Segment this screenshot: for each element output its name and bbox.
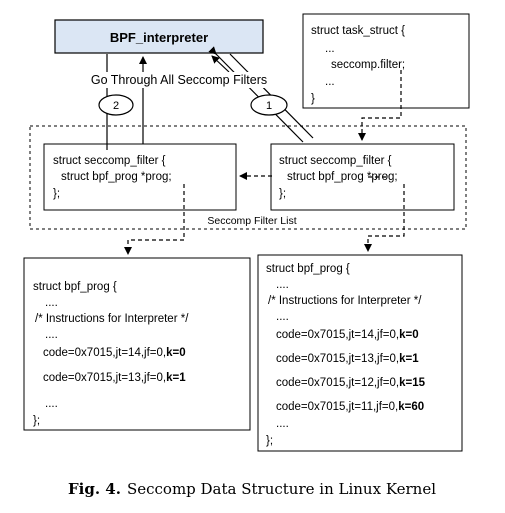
go-through-label: Go Through All Seccomp Filters bbox=[91, 73, 267, 87]
bpf-prog-right-line-2: .... bbox=[276, 279, 289, 291]
bpf-prog-right-instruction-3-k: k=15 bbox=[399, 377, 426, 389]
go-through-label-bg bbox=[72, 72, 286, 88]
task-struct-line-5: } bbox=[311, 93, 315, 105]
bpf-prog-right-instruction-4-code: code=0x7015,jt=11,jf=0, bbox=[276, 401, 398, 413]
figure-caption: Fig. 4. Seccomp Data Structure in Linux K… bbox=[68, 480, 436, 498]
bpf-prog-left-line-7: .... bbox=[45, 398, 58, 410]
bpf-interpreter-box bbox=[54, 19, 264, 54]
bpf-prog-left-line-8: }; bbox=[33, 415, 40, 427]
bpf-prog-right-box bbox=[257, 254, 463, 452]
bpf-prog-left-instruction-2: code=0x7015,jt=13,jf=0,k=1 bbox=[43, 372, 186, 384]
bpf-prog-right-instruction-1: code=0x7015,jt=14,jf=0,k=0 bbox=[276, 329, 419, 341]
seccomp-filter-right-box bbox=[270, 143, 455, 211]
bpf-prog-left-instruction-1-k: k=0 bbox=[166, 347, 186, 359]
seccomp-filter-right-line-1: struct seccomp_filter { bbox=[279, 155, 392, 167]
task-struct-line-1: struct task_struct { bbox=[311, 25, 405, 37]
bpf-prog-right-line-4: .... bbox=[276, 311, 289, 323]
bpf-prog-left-comment: /* Instructions for Interpreter */ bbox=[35, 313, 189, 325]
bpf-prog-left-box bbox=[23, 257, 251, 431]
task-struct-line-4: ... bbox=[325, 76, 335, 88]
step-1-label: 1 bbox=[266, 100, 272, 112]
step-2-badge bbox=[98, 94, 134, 116]
seccomp-filter-left-line-1: struct seccomp_filter { bbox=[53, 155, 166, 167]
bpf-prog-right-instruction-1-code: code=0x7015,jt=14,jf=0, bbox=[276, 329, 399, 341]
task-struct-box bbox=[302, 13, 470, 109]
figure-caption-label: Fig. 4. bbox=[68, 480, 121, 498]
bpf-prog-right-instruction-4-k: k=60 bbox=[398, 401, 424, 413]
bpf-prog-left-line-1: struct bpf_prog { bbox=[33, 281, 117, 293]
bpf-prog-right-instruction-3: code=0x7015,jt=12,jf=0,k=15 bbox=[276, 377, 426, 389]
seccomp-filter-left-line-2: struct bpf_prog *prog; bbox=[61, 171, 172, 183]
bpf-prog-right-instruction-2-k: k=1 bbox=[399, 353, 419, 365]
bpf-prog-right-instruction-1-k: k=0 bbox=[399, 329, 419, 341]
seccomp-filter-list-label: Seccomp Filter List bbox=[207, 215, 296, 227]
bpf-prog-right-line-10: }; bbox=[266, 435, 273, 447]
figure-caption-text: Seccomp Data Structure in Linux Kernel bbox=[127, 480, 436, 498]
bpf-interpreter-label: BPF_interpreter bbox=[110, 30, 208, 45]
bpf-prog-left-line-4: .... bbox=[45, 329, 58, 341]
seccomp-filter-right-line-3: }; bbox=[279, 188, 286, 200]
bpf-prog-right-instruction-2: code=0x7015,jt=13,jf=0,k=1 bbox=[276, 353, 419, 365]
bpf-prog-right-line-9: .... bbox=[276, 418, 289, 430]
bpf-prog-left-instruction-1-code: code=0x7015,jt=14,jf=0, bbox=[43, 347, 166, 359]
seccomp-filter-list-container bbox=[29, 125, 467, 230]
seccomp-filter-right-line-2: struct bpf_prog *prog; bbox=[287, 171, 398, 183]
right-prog-pointer-dashed-arrow bbox=[364, 184, 405, 252]
filter-right-to-left-dashed-arrow bbox=[242, 175, 386, 178]
bpf-prog-right-comment: /* Instructions for Interpreter */ bbox=[268, 295, 422, 307]
task-struct-line-2: ... bbox=[325, 43, 335, 55]
step-1-badge bbox=[250, 94, 288, 116]
bpf-prog-left-instruction-2-code: code=0x7015,jt=13,jf=0, bbox=[43, 372, 166, 384]
left-prog-pointer-dashed-arrow bbox=[124, 184, 185, 255]
seccomp-filter-left-line-3: }; bbox=[53, 188, 60, 200]
bpf-prog-left-line-2: .... bbox=[45, 297, 58, 309]
seccomp-filter-left-box bbox=[43, 143, 237, 211]
step-2-label: 2 bbox=[113, 100, 119, 112]
bpf-prog-right-instruction-3-code: code=0x7015,jt=12,jf=0, bbox=[276, 377, 399, 389]
bpf-prog-right-instruction-4: code=0x7015,jt=11,jf=0,k=60 bbox=[276, 401, 424, 413]
bpf-prog-right-line-1: struct bpf_prog { bbox=[266, 263, 350, 275]
bpf-prog-left-instruction-2-k: k=1 bbox=[166, 372, 186, 384]
step1-arrow-to-interpreter bbox=[211, 55, 230, 73]
bpf-prog-right-instruction-2-code: code=0x7015,jt=13,jf=0, bbox=[276, 353, 399, 365]
task-struct-line-3: seccomp.filter; bbox=[331, 59, 405, 71]
task-to-filter-dashed-arrow bbox=[358, 70, 402, 141]
bpf-prog-left-instruction-1: code=0x7015,jt=14,jf=0,k=0 bbox=[43, 347, 186, 359]
